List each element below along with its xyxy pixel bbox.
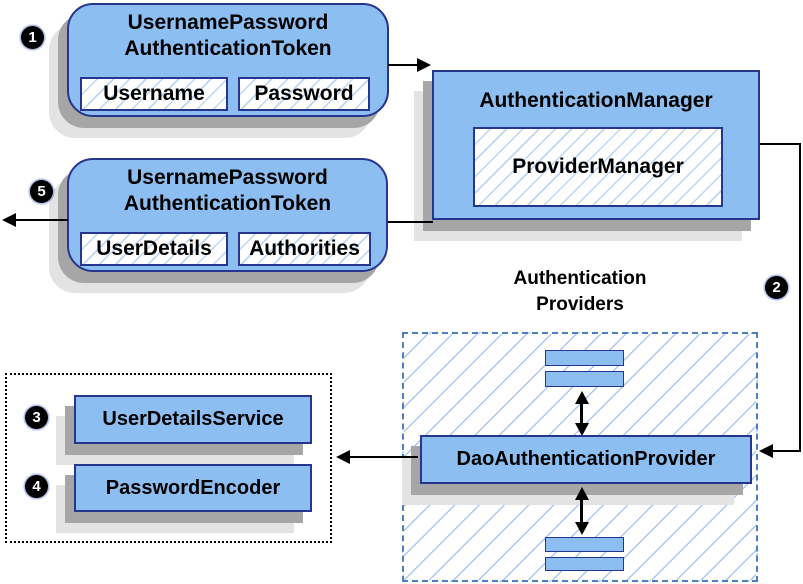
arrowhead-to-services	[336, 450, 350, 464]
provider-manager-label: ProviderManager	[512, 155, 684, 178]
authentication-manager-box: AuthenticationManager ProviderManager	[432, 70, 760, 220]
provider-stack-bottom-bar-1	[545, 537, 624, 552]
step-badge-1-number: 1	[28, 29, 37, 46]
password-field-label: Password	[254, 82, 354, 105]
double-arrow-bottom-up-head	[575, 487, 589, 500]
authentication-providers-container: DaoAuthenticationProvider	[402, 332, 758, 582]
connector-right-horizontal-bottom	[772, 450, 801, 452]
password-encoder-box: PasswordEncoder	[74, 464, 312, 512]
password-encoder-label: PasswordEncoder	[105, 476, 281, 499]
user-details-service-label: UserDetailsService	[102, 408, 284, 430]
double-arrow-bottom-shaft	[580, 498, 583, 524]
flow-line-token-to-manager	[388, 64, 419, 66]
password-field-box: Password	[238, 77, 370, 111]
step-badge-5-number: 5	[37, 183, 46, 200]
step-badge-3-number: 3	[32, 409, 41, 426]
flow-line-outgoing	[12, 219, 68, 221]
step-badge-2: 2	[765, 276, 788, 299]
user-details-service-box: UserDetailsService	[74, 395, 312, 444]
token-request-title: UsernamePassword AuthenticationToken	[69, 10, 387, 62]
authentication-providers-label-line1: Authentication	[513, 268, 647, 289]
step-badge-3: 3	[25, 406, 48, 429]
provider-stack-top-bar-1	[545, 350, 624, 366]
step-badge-2-number: 2	[772, 279, 781, 296]
username-field-label: Username	[103, 82, 205, 105]
arrowhead-to-manager	[417, 58, 431, 72]
connector-right-horizontal-top	[760, 143, 801, 145]
double-arrow-top-up-head	[575, 391, 589, 404]
authentication-providers-label-line2: Providers	[536, 294, 624, 315]
flow-line-dao-to-services	[348, 456, 418, 458]
double-arrow-top-down-head	[575, 423, 589, 436]
connector-right-vertical	[799, 143, 801, 452]
provider-stack-top-bar-2	[545, 371, 624, 387]
double-arrow-bottom-down-head	[575, 522, 589, 535]
token-result-title: UsernamePassword AuthenticationToken	[69, 165, 386, 217]
token-result-title-line1: UsernamePassword	[127, 166, 328, 189]
username-password-token-result-box: UsernamePassword AuthenticationToken Use…	[67, 158, 388, 272]
provider-stack-bottom-bar-2	[545, 557, 624, 571]
step-badge-4: 4	[25, 475, 48, 498]
authentication-manager-title: AuthenticationManager	[479, 89, 713, 112]
authorities-field-label: Authorities	[249, 237, 360, 260]
authorities-field-box: Authorities	[238, 232, 371, 266]
step-badge-1: 1	[21, 26, 44, 49]
token-result-title-line2: AuthenticationToken	[123, 192, 332, 215]
username-password-token-request-box: UsernamePassword AuthenticationToken Use…	[67, 3, 389, 117]
token-request-title-line1: UsernamePassword	[127, 11, 329, 34]
user-details-field-box: UserDetails	[80, 232, 228, 266]
arrowhead-outgoing	[2, 213, 16, 227]
user-details-field-label: UserDetails	[96, 237, 212, 260]
username-field-box: Username	[80, 77, 228, 111]
double-arrow-top-shaft	[580, 402, 583, 425]
dao-authentication-provider-label: DaoAuthenticationProvider	[456, 448, 716, 470]
step-badge-4-number: 4	[32, 478, 41, 495]
arrowhead-to-dao	[759, 444, 773, 458]
step-badge-5: 5	[30, 180, 53, 203]
provider-manager-box: ProviderManager	[473, 127, 723, 207]
flow-line-manager-to-token-out	[387, 221, 433, 223]
dao-authentication-provider-box: DaoAuthenticationProvider	[420, 435, 752, 484]
token-request-title-line2: AuthenticationToken	[124, 37, 332, 60]
authentication-providers-label: Authentication Providers	[468, 266, 692, 318]
services-container: UserDetailsService PasswordEncoder	[5, 373, 332, 543]
